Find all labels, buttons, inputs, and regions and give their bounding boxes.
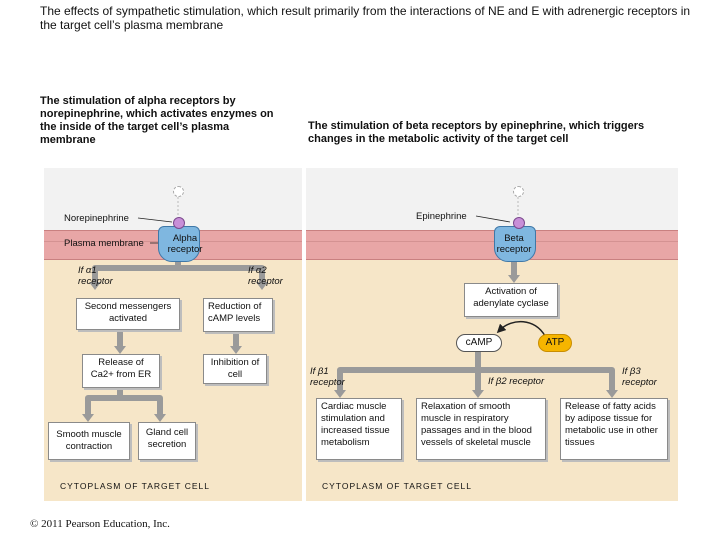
norepinephrine-molecule [173,217,185,229]
alpha2-label: If α2 receptor [248,265,283,287]
right-ghost-ligand [513,186,524,197]
beta3-label: If β3 receptor [622,366,657,388]
norepinephrine-label: Norepinephrine [64,213,129,224]
smooth-muscle-box: Smooth muscle contraction [48,422,130,460]
gland-cell-box: Gland cell secretion [138,422,196,460]
left-cytoplasm-label: CYTOPLASM OF TARGET CELL [60,481,210,491]
plasma-membrane-label: Plasma membrane [64,238,144,249]
left-heading: The stimulation of alpha receptors by no… [40,95,274,146]
epinephrine-label: Epinephrine [416,211,467,222]
activation-adenylate-box: Activation of adenylate cyclase [464,283,558,317]
copyright: © 2011 Pearson Education, Inc. [30,518,170,530]
beta2-label: If β2 receptor [488,376,545,387]
second-messengers-box: Second messengers activated [76,298,180,330]
atp-bubble: ATP [538,334,572,352]
beta-receptor-label: Beta receptor [496,233,532,255]
camp-bubble: cAMP [456,334,502,352]
right-heading: The stimulation of beta receptors by epi… [308,120,645,145]
page-title: The effects of sympathetic stimulation, … [40,4,691,32]
left-ghost-ligand [173,186,184,197]
reduction-camp-box: Reduction of cAMP levels [203,298,273,332]
cardiac-box: Cardiac muscle stimulation and increased… [316,398,402,460]
release-ca-box: Release of Ca2+ from ER [82,354,160,388]
right-cytoplasm-label: CYTOPLASM OF TARGET CELL [322,481,472,491]
right-plasma-membrane [306,230,678,260]
alpha1-label: If α1 receptor [78,265,113,287]
fatty-acids-box: Release of fatty acids by adipose tissue… [560,398,668,460]
alpha-receptor-label: Alpha receptor [167,233,203,255]
inhibition-box: Inhibition of cell [203,354,267,384]
right-extracellular [306,168,678,230]
epinephrine-molecule [513,217,525,229]
beta1-label: If β1 receptor [310,366,345,388]
relaxation-box: Relaxation of smooth muscle in respirato… [416,398,546,460]
